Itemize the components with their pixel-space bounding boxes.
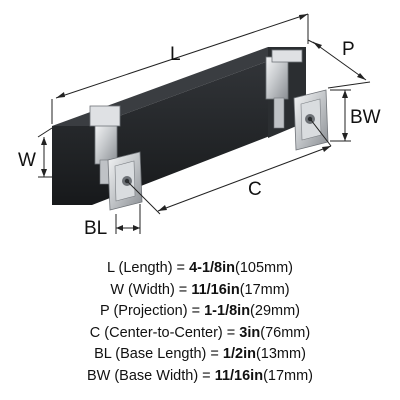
label-L: L	[170, 44, 181, 65]
spec-value-imperial: 11/16in	[214, 367, 264, 384]
left-base	[107, 151, 143, 211]
dimension-spec-list: L (Length) = 4-1/8in(105mm) W (Width) = …	[0, 258, 400, 387]
spec-label: BL (Base Length) =	[94, 346, 223, 362]
spec-label: L (Length) =	[106, 260, 190, 276]
dimension-base-length: BL	[84, 204, 141, 239]
label-BW: BW	[350, 107, 381, 128]
spec-label: C (Center-to-Center) =	[89, 324, 240, 341]
spec-value-imperial: 4-1/8in	[189, 260, 235, 276]
spec-label: BW (Base Width) =	[86, 367, 215, 384]
dimension-width: W	[18, 127, 53, 178]
spec-value-imperial: 1-1/8in	[204, 303, 251, 319]
spec-label: P (Projection) =	[100, 303, 205, 319]
label-W: W	[18, 150, 36, 171]
spec-base-width: BW (Base Width) = 11/16in(17mm)	[0, 366, 400, 388]
spec-value-imperial: 11/16in	[191, 281, 240, 298]
spec-length: L (Length) = 4-1/8in(105mm)	[0, 258, 400, 280]
dimension-base-width: BW	[330, 89, 381, 142]
spec-value-metric: (105mm)	[235, 260, 294, 276]
left-post	[89, 105, 121, 185]
spec-value-metric: (76mm)	[260, 324, 311, 341]
spec-value-imperial: 1/2in	[222, 346, 256, 362]
spec-value-metric: (29mm)	[250, 303, 300, 319]
label-P: P	[342, 39, 355, 60]
right-center-line	[310, 119, 332, 147]
label-BL: BL	[84, 218, 107, 239]
right-post	[265, 49, 303, 129]
left-center-line	[127, 181, 161, 215]
dimension-length: L	[51, 13, 309, 124]
dimension-center-to-center: C	[157, 145, 332, 212]
spec-base-length: BL (Base Length) = 1/2in(13mm)	[0, 344, 400, 366]
spec-value-imperial: 3in	[239, 324, 261, 341]
dimension-projection: P	[307, 39, 371, 89]
spec-width: W (Width) = 11/16in(17mm)	[0, 280, 400, 302]
label-C: C	[248, 179, 262, 200]
spec-center-to-center: C (Center-to-Center) = 3in(76mm)	[0, 323, 400, 345]
spec-projection: P (Projection) = 1-1/8in(29mm)	[0, 301, 400, 323]
spec-value-metric: (13mm)	[255, 346, 306, 362]
spec-label: W (Width) =	[110, 281, 192, 298]
spec-value-metric: (17mm)	[263, 367, 314, 384]
spec-value-metric: (17mm)	[239, 281, 290, 298]
